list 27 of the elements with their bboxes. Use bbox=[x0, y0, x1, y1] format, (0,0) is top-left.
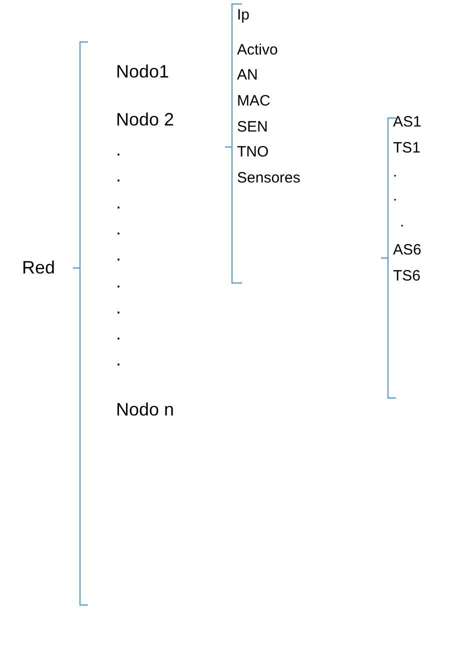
label: TS6 bbox=[393, 268, 421, 284]
label: . bbox=[116, 192, 122, 214]
label: TNO bbox=[237, 144, 269, 160]
label: . bbox=[116, 350, 122, 371]
label: . bbox=[116, 166, 122, 187]
label: AS6 bbox=[393, 242, 422, 258]
label: . bbox=[116, 271, 122, 292]
label: . bbox=[116, 297, 122, 318]
label: . bbox=[393, 164, 398, 180]
label: AS1 bbox=[393, 114, 422, 130]
label: . bbox=[116, 140, 122, 160]
label: SEN bbox=[237, 118, 268, 136]
label: Nodo1 bbox=[116, 62, 170, 82]
label: . bbox=[116, 324, 122, 345]
label: Nodo n bbox=[116, 400, 174, 420]
label: . bbox=[393, 188, 398, 204]
label: Ip bbox=[237, 6, 250, 24]
label: Nodo 2 bbox=[116, 110, 174, 130]
label: MAC bbox=[237, 92, 270, 110]
label: Sensores bbox=[237, 170, 300, 186]
label: Activo bbox=[237, 42, 278, 58]
label: Red bbox=[22, 258, 56, 278]
label: AN bbox=[237, 66, 258, 84]
label: . bbox=[400, 214, 404, 230]
label: . bbox=[116, 218, 122, 240]
label: TS1 bbox=[393, 140, 421, 156]
label: . bbox=[116, 244, 122, 266]
